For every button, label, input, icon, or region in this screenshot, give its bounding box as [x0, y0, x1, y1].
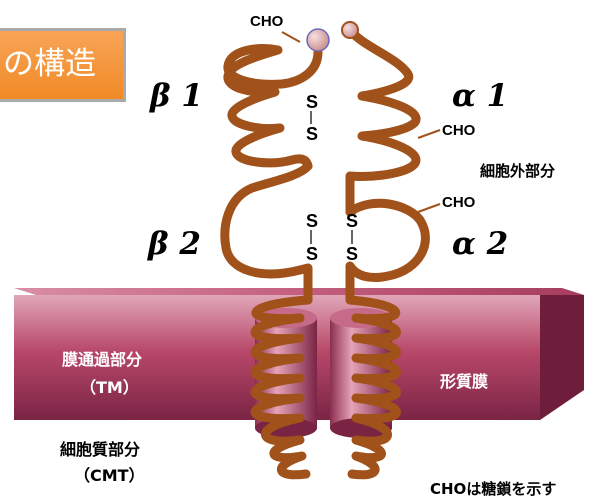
cytoplasmic-abbr-label: （CMT）: [74, 462, 145, 486]
disulfide-s-beta2-bottom: S: [306, 244, 318, 265]
membrane-top-face: [14, 288, 584, 295]
disulfide-s-beta2-top: S: [306, 211, 318, 232]
membrane-side-face: [540, 295, 584, 420]
alpha1-label: α 1: [452, 78, 508, 114]
cho-label-alpha1: CHO: [442, 122, 475, 139]
disulfide-s-beta1-top: S: [306, 92, 318, 113]
disulfide-s-alpha2-top: S: [346, 211, 358, 232]
beta1-domain-loops: [228, 49, 318, 166]
beta2-domain-loop: [225, 166, 308, 300]
beta-n-terminus: [307, 29, 329, 51]
alpha-n-terminus: [342, 22, 358, 38]
cytoplasmic-region-label: 細胞質部分: [60, 436, 140, 460]
cho-footnote: CHOは糖鎖を示す: [430, 478, 556, 499]
alpha2-domain-loop: [350, 203, 425, 300]
transmembrane-abbr-label: （TM）: [80, 374, 139, 398]
cho-label-beta: CHO: [250, 13, 283, 30]
beta1-label: β 1: [150, 78, 203, 114]
beta2-label: β 2: [148, 226, 201, 262]
transmembrane-region-label: 膜通過部分: [62, 346, 142, 370]
plasma-membrane-label: 形質膜: [440, 368, 488, 392]
cho-label-alpha2: CHO: [442, 194, 475, 211]
title-box: の構造: [0, 28, 126, 102]
title-text: の構造: [3, 46, 96, 82]
alpha1-domain-loops: [350, 30, 416, 212]
alpha2-label: α 2: [452, 226, 508, 262]
disulfide-s-alpha2-bottom: S: [346, 244, 358, 265]
extracellular-region-label: 細胞外部分: [480, 160, 555, 181]
disulfide-s-beta1-bottom: S: [306, 124, 318, 145]
